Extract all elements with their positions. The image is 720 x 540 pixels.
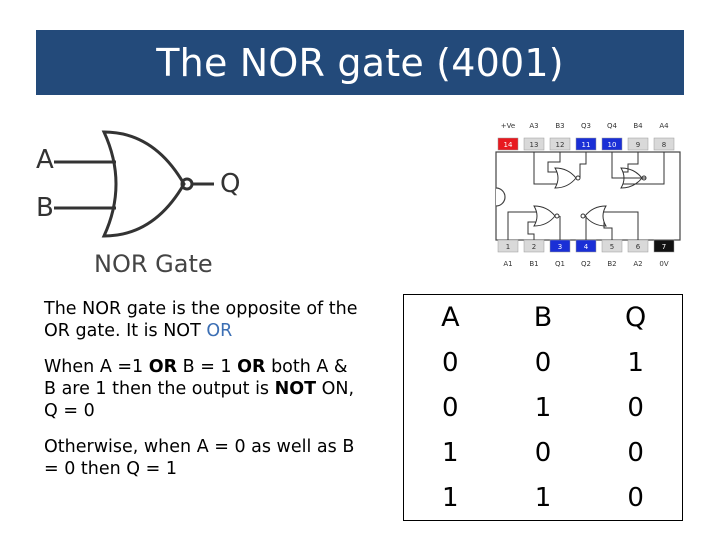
cell-q: 0 (627, 437, 644, 468)
p2-g: ON, Q = 0 (44, 379, 355, 421)
top-pin-number-1: 13 (530, 141, 539, 149)
top-pin-box-3 (575, 137, 597, 151)
bottom-pin-number-3: 4 (584, 243, 589, 251)
cell-b: 0 (534, 437, 552, 468)
top-pin-box-6 (653, 137, 675, 151)
truth-table-header: A B Q (404, 295, 683, 341)
top-label-3: Q3 (581, 122, 591, 130)
bottom-pin-number-1: 2 (532, 243, 536, 251)
bottom-pin-number-6: 7 (662, 243, 666, 251)
cell-a: 1 (442, 437, 459, 468)
top-pin-number-5: 9 (636, 141, 640, 149)
top-pin-box-5 (627, 137, 649, 151)
gate-input-a: A (36, 145, 54, 175)
top-label-5: B4 (633, 122, 643, 130)
p2-e: both A & B are 1 then the output is (44, 357, 348, 399)
top-pin-box-4 (601, 137, 623, 151)
table-row: 0 1 0 (404, 385, 683, 430)
bottom-pin-number-5: 6 (636, 243, 641, 251)
nor-gate-icon (54, 130, 214, 238)
cell-b: 1 (534, 482, 552, 513)
cell-q: 1 (627, 347, 644, 378)
top-label-2: B3 (555, 122, 564, 130)
bottom-label-4: B2 (607, 260, 616, 268)
cell-q: 0 (627, 392, 644, 423)
top-pin-number-4: 10 (608, 141, 617, 149)
p2-a: When A =1 (44, 357, 149, 377)
title-bar: The NOR gate (4001) (36, 30, 684, 95)
nor-gate-symbol: A B Q NOR Gate (36, 130, 240, 278)
top-pin-number-3: 11 (582, 141, 591, 149)
table-row: 1 0 0 (404, 430, 683, 475)
description: The NOR gate is the opposite of the OR g… (44, 298, 364, 494)
chip-internal-gates (507, 152, 665, 240)
description-paragraph-3: Otherwise, when A = 0 as well as B = 0 t… (44, 437, 355, 479)
cell-b: 0 (534, 347, 552, 378)
top-pin-box-1 (523, 137, 545, 151)
bottom-label-2: Q1 (555, 260, 565, 268)
cell-a: 0 (442, 392, 459, 423)
p2-d: OR (237, 357, 266, 377)
description-paragraph-2: When A =1 OR B = 1 OR both A & B are 1 t… (44, 356, 364, 422)
p1-accent: OR (206, 321, 233, 341)
top-label-1: A3 (529, 122, 538, 130)
gate-input-b: B (36, 193, 54, 223)
top-pin-box-2 (549, 137, 571, 151)
top-pin-number-6: 8 (662, 141, 666, 149)
top-label-4: Q4 (607, 122, 618, 130)
bottom-label-1: B1 (529, 260, 538, 268)
bottom-pin-box-6 (653, 239, 675, 253)
table-row: 1 1 0 (404, 475, 683, 521)
description-paragraph-1: The NOR gate is the opposite of the OR g… (44, 298, 364, 342)
top-label-6: A4 (659, 122, 669, 130)
top-label-0: +Ve (501, 122, 515, 130)
bottom-pin-number-4: 5 (610, 243, 614, 251)
gate-output-q: Q (220, 169, 240, 199)
cell-b: 1 (534, 392, 552, 423)
p2-f: NOT (274, 379, 317, 399)
cell-a: 1 (442, 482, 459, 513)
top-pin-box-0 (497, 137, 519, 151)
cell-a: 0 (442, 347, 459, 378)
cell-q: 0 (627, 482, 644, 513)
top-pin-number-0: 14 (504, 141, 513, 149)
bottom-pin-number-0: 1 (506, 243, 510, 251)
table-row: 0 0 1 (404, 340, 683, 385)
top-pin-number-2: 12 (556, 141, 565, 149)
p2-c: B = 1 (177, 357, 238, 377)
header-a: A (441, 302, 460, 333)
p2-b: OR (148, 357, 178, 377)
header-q: Q (625, 302, 647, 333)
header-b: B (533, 302, 553, 333)
bottom-label-3: Q2 (581, 260, 591, 268)
bottom-label-0: A1 (503, 260, 512, 268)
truth-table: A B Q 0 0 1 0 1 0 1 0 0 1 1 0 (403, 294, 683, 521)
slide-title: The NOR gate (4001) (156, 40, 564, 85)
gate-caption: NOR Gate (94, 250, 213, 278)
bottom-pin-number-2: 3 (558, 243, 562, 251)
bottom-label-5: A2 (633, 260, 642, 268)
p1-text: The NOR gate is the opposite of the OR g… (44, 299, 358, 341)
chip-body (495, 151, 681, 241)
bottom-label-6: 0V (659, 260, 668, 268)
chip-notch (495, 187, 506, 207)
